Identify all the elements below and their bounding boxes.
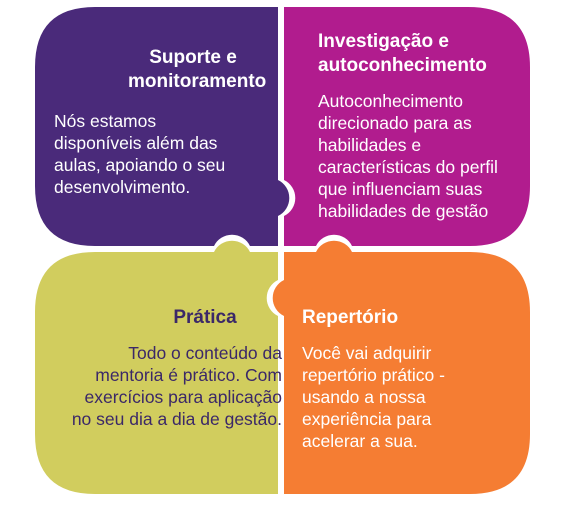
investigation-title-line: autoconhecimento — [318, 55, 487, 76]
investigation-body-line: Autoconhecimento — [318, 91, 463, 111]
support-body-line: Nós estamos — [54, 111, 157, 131]
repertoire-body: Você vai adquirir repertório prático - u… — [302, 342, 522, 452]
practice-body-line: exercícios para aplicação — [84, 387, 282, 407]
support-body-line: aulas, apoiando o seu — [54, 155, 226, 175]
investigation-body-line: características do perfil — [318, 157, 498, 177]
investigation-title-line: Investigação e — [318, 31, 449, 52]
practice-body-line: no seu dia a dia de gestão. — [71, 409, 282, 429]
repertoire-body-line: experiência para — [302, 409, 432, 429]
repertoire-piece — [272, 240, 530, 494]
investigation-title: Investigação e autoconhecimento — [318, 30, 518, 78]
support-title-line: Suporte e — [149, 47, 237, 68]
repertoire-body-line: usando a nossa — [302, 387, 426, 407]
repertoire-body-line: Você vai adquirir — [302, 343, 432, 363]
support-body-line: desenvolvimento. — [54, 177, 191, 197]
practice-title-line: Prática — [173, 307, 237, 328]
repertoire-body-line: repertório prático - — [302, 365, 445, 385]
support-title: Suporte e monitoramento — [128, 46, 267, 94]
support-body: Nós estamos disponíveis além das aulas, … — [54, 110, 264, 198]
investigation-body-line: que influenciam suas — [318, 179, 483, 199]
investigation-body-line: direcionado para as — [318, 113, 472, 133]
investigation-body-line: habilidades de gestão — [318, 201, 489, 221]
support-piece — [35, 7, 290, 246]
practice-body: Todo o conteúdo da mentoria é prático. C… — [36, 342, 282, 430]
repertoire-title-line: Repertório — [302, 307, 399, 328]
support-title-line: monitoramento — [128, 71, 267, 92]
practice-body-line: mentoria é prático. Com — [95, 365, 282, 385]
practice-piece — [35, 240, 278, 494]
practice-body-line: Todo o conteúdo da — [128, 343, 282, 363]
practice-title: Prática — [160, 306, 250, 330]
support-body-line: disponíveis além das — [54, 133, 218, 153]
repertoire-body-line: acelerar a sua. — [302, 431, 418, 451]
investigation-body: Autoconhecimento direcionado para as hab… — [318, 90, 548, 222]
investigation-body-line: habilidades e — [318, 135, 422, 155]
repertoire-title: Repertório — [302, 306, 422, 330]
investigation-piece — [284, 7, 530, 246]
